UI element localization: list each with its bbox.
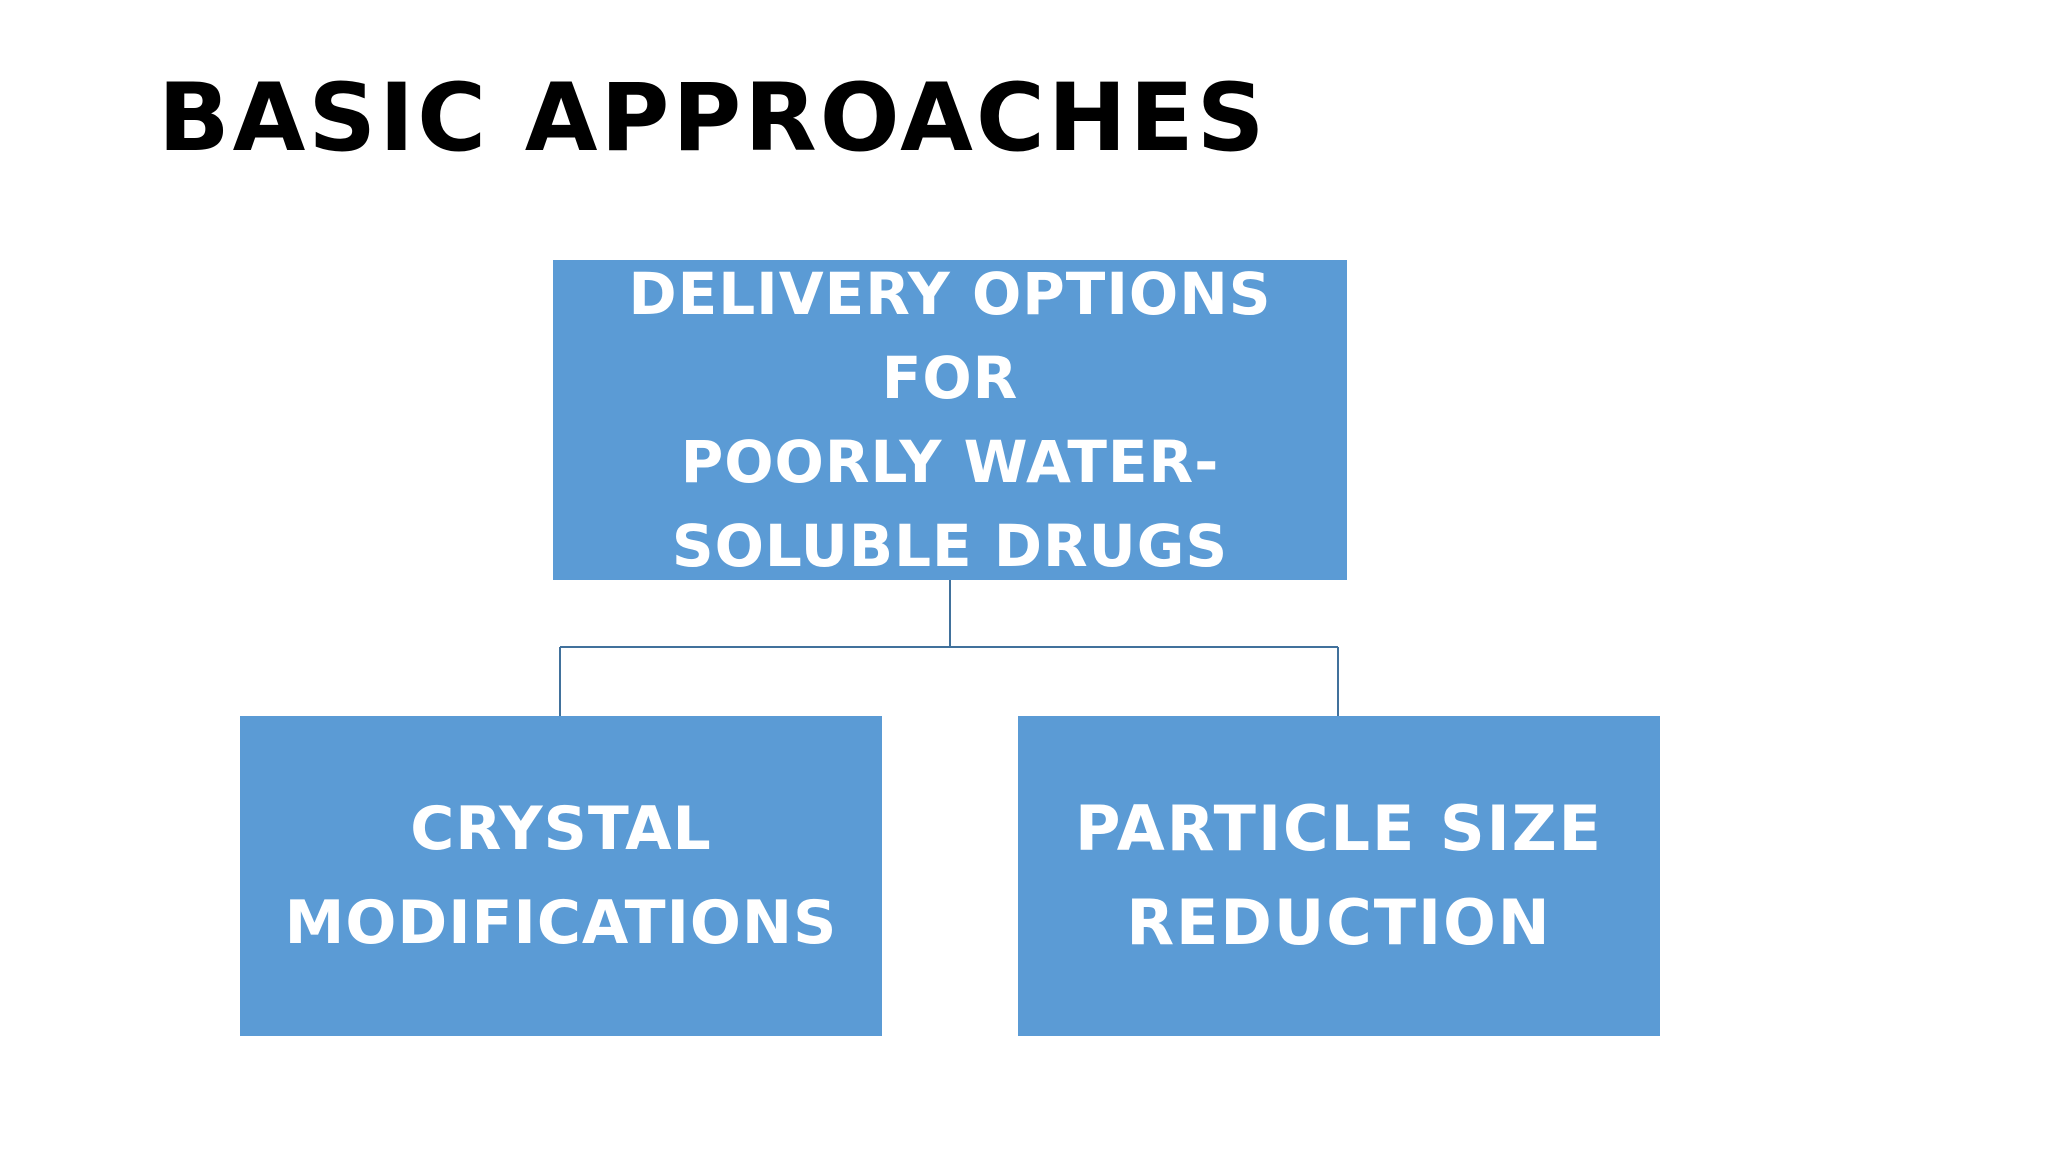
root-node-label: DELIVERY OPTIONS FOR POORLY WATER- SOLUB… <box>628 260 1272 580</box>
child-node-label: PARTICLE SIZE REDUCTION <box>1074 792 1604 959</box>
root-node-box: DELIVERY OPTIONS FOR POORLY WATER- SOLUB… <box>553 260 1347 580</box>
child-node-crystal-modifications: CRYSTAL MODIFICATIONS <box>240 716 882 1036</box>
child-node-label: CRYSTAL MODIFICATIONS <box>284 794 838 958</box>
child-node-particle-size-reduction: PARTICLE SIZE REDUCTION <box>1018 716 1660 1036</box>
slide-title: BASIC APPROACHES <box>158 64 1268 173</box>
